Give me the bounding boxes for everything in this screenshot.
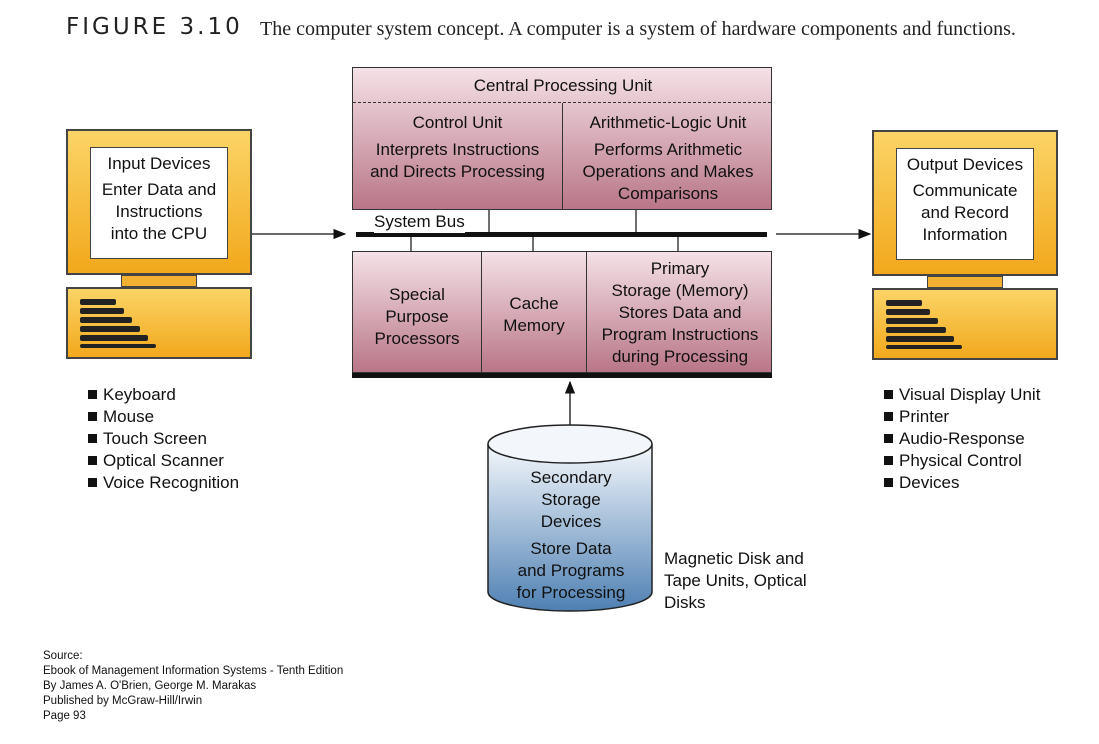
secondary-storage-note: Magnetic Disk and Tape Units, Optical Di… bbox=[664, 548, 807, 614]
storage-bus-line bbox=[352, 372, 772, 378]
input-device-list: Keyboard Mouse Touch Screen Optical Scan… bbox=[86, 384, 239, 494]
primary-line: Stores Data and bbox=[618, 303, 742, 322]
list-item: Physical Control bbox=[882, 450, 1040, 472]
note-line: Tape Units, Optical bbox=[664, 571, 807, 590]
input-screen: Input Devices Enter Data and Instruction… bbox=[90, 147, 228, 259]
list-item: Voice Recognition bbox=[86, 472, 239, 494]
special-line: Special bbox=[389, 285, 445, 304]
alu-line: Comparisons bbox=[617, 184, 719, 203]
output-title: Output Devices bbox=[906, 155, 1024, 174]
secondary-line: Devices bbox=[540, 512, 602, 531]
keyboard-keys-icon bbox=[80, 299, 156, 348]
input-title: Input Devices bbox=[107, 154, 211, 173]
cache-memory: Cache Memory bbox=[482, 293, 586, 337]
cpu-split bbox=[562, 103, 563, 210]
figure-caption: The computer system concept. A computer … bbox=[260, 18, 1016, 40]
alu: Arithmetic-Logic Unit Performs Arithmeti… bbox=[563, 112, 773, 205]
source-citation: Source: Ebook of Management Information … bbox=[43, 649, 343, 724]
source-line: Source: bbox=[43, 650, 83, 662]
special-line: Processors bbox=[374, 329, 460, 348]
output-line: Information bbox=[922, 225, 1008, 244]
output-line: and Record bbox=[921, 203, 1009, 222]
control-unit-title: Control Unit bbox=[412, 113, 503, 132]
source-line: Ebook of Management Information Systems … bbox=[43, 665, 344, 677]
cache-line: Memory bbox=[503, 316, 565, 335]
system-bus-label: System Bus bbox=[374, 211, 465, 233]
input-line: Enter Data and bbox=[101, 180, 217, 199]
system-bus-line bbox=[356, 232, 767, 237]
figure-number: FIGURE 3.10 bbox=[66, 14, 243, 40]
cpu-title: Central Processing Unit bbox=[473, 76, 653, 95]
alu-title: Arithmetic-Logic Unit bbox=[589, 113, 747, 132]
control-unit-line: Interprets Instructions bbox=[375, 140, 540, 159]
source-line: By James A. O'Brien, George M. Marakas bbox=[43, 680, 257, 692]
output-screen: Output Devices Communicate and Record In… bbox=[896, 148, 1034, 260]
primary-line: Program Instructions bbox=[601, 325, 759, 344]
cpu-box: Central Processing Unit Control Unit Int… bbox=[352, 67, 772, 210]
memory-box: Special Purpose Processors Cache Memory … bbox=[352, 251, 772, 373]
input-line: into the CPU bbox=[110, 224, 208, 243]
list-item: Visual Display Unit bbox=[882, 384, 1040, 406]
secondary-line: Storage bbox=[541, 490, 601, 509]
note-line: Disks bbox=[664, 593, 706, 612]
output-monitor-stand bbox=[927, 276, 1003, 288]
secondary-storage-cylinder-icon bbox=[487, 424, 653, 612]
list-item: Audio-Response bbox=[882, 428, 1040, 450]
cache-line: Cache bbox=[509, 294, 559, 313]
secondary-desc-line: Store Data bbox=[530, 539, 612, 558]
output-line: Communicate bbox=[912, 181, 1018, 200]
secondary-line: Secondary bbox=[530, 468, 612, 487]
input-monitor-stand bbox=[121, 275, 197, 287]
alu-line: Operations and Makes bbox=[582, 162, 754, 181]
list-item: Keyboard bbox=[86, 384, 239, 406]
primary-storage: Primary Storage (Memory) Stores Data and… bbox=[587, 258, 773, 368]
primary-line: Primary bbox=[650, 259, 710, 278]
keyboard-keys-icon bbox=[886, 300, 962, 349]
output-monitor-icon: Output Devices Communicate and Record In… bbox=[872, 130, 1058, 276]
control-unit: Control Unit Interprets Instructions and… bbox=[353, 112, 562, 183]
list-item: Printer bbox=[882, 406, 1040, 428]
input-keyboard-icon bbox=[66, 287, 252, 359]
secondary-desc-line: for Processing bbox=[516, 583, 626, 602]
source-line: Page 93 bbox=[43, 710, 86, 722]
secondary-storage-text: Secondary Storage Devices Store Data and… bbox=[494, 467, 648, 604]
control-unit-line: and Directs Processing bbox=[370, 162, 545, 181]
alu-line: Performs Arithmetic bbox=[593, 140, 743, 159]
list-item-continued: Devices bbox=[882, 472, 1040, 494]
primary-line: during Processing bbox=[611, 347, 749, 366]
list-item: Mouse bbox=[86, 406, 239, 428]
source-line: Published by McGraw-Hill/Irwin bbox=[43, 695, 203, 707]
cpu-divider bbox=[353, 102, 771, 103]
list-item: Touch Screen bbox=[86, 428, 239, 450]
list-item: Optical Scanner bbox=[86, 450, 239, 472]
output-keyboard-icon bbox=[872, 288, 1058, 360]
primary-line: Storage (Memory) bbox=[611, 281, 749, 300]
input-monitor-icon: Input Devices Enter Data and Instruction… bbox=[66, 129, 252, 275]
special-purpose-processors: Special Purpose Processors bbox=[353, 284, 481, 350]
input-line: Instructions bbox=[115, 202, 203, 221]
note-line: Magnetic Disk and bbox=[664, 549, 804, 568]
secondary-desc-line: and Programs bbox=[517, 561, 625, 580]
special-line: Purpose bbox=[385, 307, 449, 326]
output-device-list: Visual Display Unit Printer Audio-Respon… bbox=[882, 384, 1040, 494]
